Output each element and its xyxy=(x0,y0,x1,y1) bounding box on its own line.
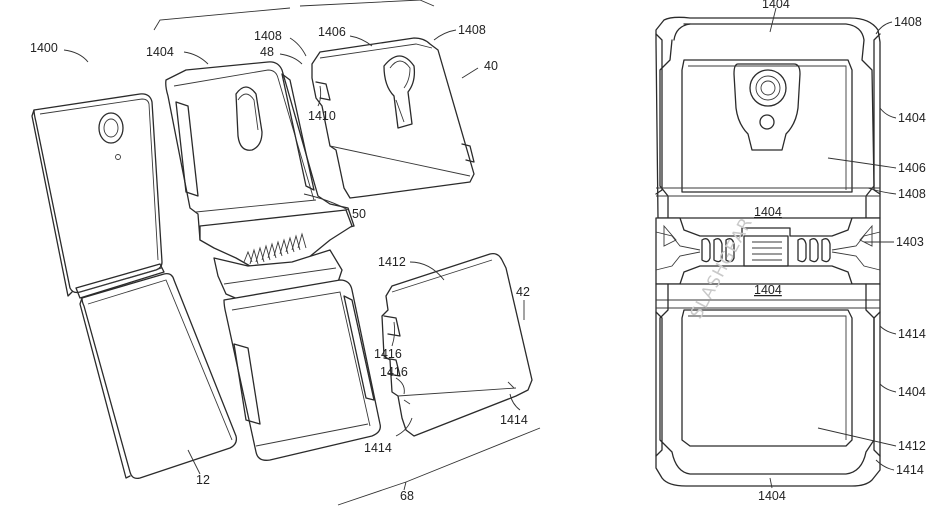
right-figure: SLASHGEAR 1404 1408 1404 1406 1408 1404 … xyxy=(655,0,926,503)
label-48: 48 xyxy=(260,45,274,59)
label-1400: 1400 xyxy=(30,41,58,55)
label-1414-b: 1414 xyxy=(500,413,528,427)
label-r1404-a: 1404 xyxy=(898,111,926,125)
label-1404-case: 1404 xyxy=(146,45,174,59)
label-center-1404-b: 1404 xyxy=(754,283,782,297)
plate-1412 xyxy=(381,252,533,437)
label-r1414-b: 1414 xyxy=(896,463,924,477)
label-center-1404-a: 1404 xyxy=(754,205,782,219)
brace-68 xyxy=(337,427,541,506)
label-1410: 1410 xyxy=(308,109,336,123)
brace-66 xyxy=(153,0,435,31)
right-upper-case xyxy=(655,16,881,219)
label-1408-plate: 1408 xyxy=(458,23,486,37)
label-r1408-a: 1408 xyxy=(894,15,922,29)
label-1414-a: 1414 xyxy=(364,441,392,455)
label-top-1404: 1404 xyxy=(762,0,790,11)
upper-case-1404 xyxy=(165,61,355,301)
label-68: 68 xyxy=(400,489,414,503)
label-r1404-b: 1404 xyxy=(898,385,926,399)
right-hinge xyxy=(655,217,881,285)
label-42: 42 xyxy=(516,285,530,299)
label-r1414-a: 1414 xyxy=(898,327,926,341)
label-r1403: 1403 xyxy=(896,235,924,249)
label-bottom-1404: 1404 xyxy=(758,489,786,503)
label-40: 40 xyxy=(484,59,498,73)
left-figure: 1400 1404 1408 48 1406 1408 40 1410 50 1… xyxy=(30,0,541,506)
label-1416-a: 1416 xyxy=(374,347,402,361)
label-1416-b: 1416 xyxy=(380,365,408,379)
lower-case-1404 xyxy=(223,279,381,461)
label-r1408-b: 1408 xyxy=(898,187,926,201)
leader-lines-left xyxy=(63,29,525,475)
right-lower-case xyxy=(655,283,881,487)
label-r1412: 1412 xyxy=(898,439,926,453)
label-1408-upper: 1408 xyxy=(254,29,282,43)
label-1412: 1412 xyxy=(378,255,406,269)
label-1406: 1406 xyxy=(318,25,346,39)
phone-device xyxy=(31,93,238,480)
label-12: 12 xyxy=(196,473,210,487)
label-50: 50 xyxy=(352,207,366,221)
label-r1406: 1406 xyxy=(898,161,926,175)
plate-1406 xyxy=(311,37,475,199)
leader-lines-right xyxy=(769,7,897,489)
